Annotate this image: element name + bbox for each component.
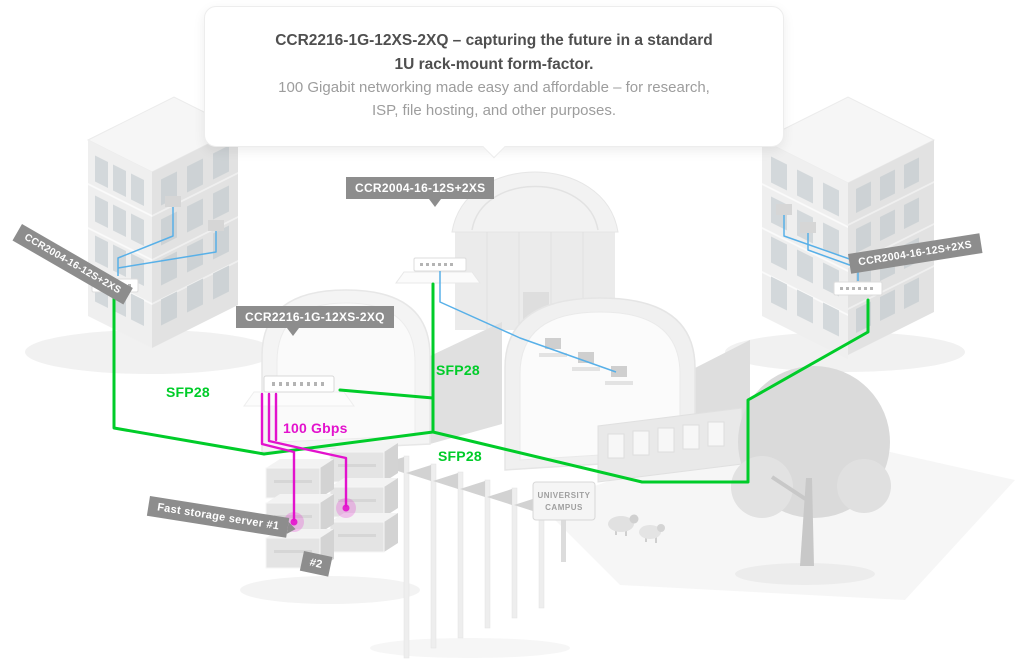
left-building-front-face	[88, 140, 152, 348]
hall-left-arch	[276, 302, 416, 443]
workstation-monitor	[776, 204, 792, 215]
label-sfp28-left: SFP28	[166, 384, 210, 400]
sign-post	[561, 508, 566, 562]
left-building-side-face	[152, 129, 238, 348]
lan-cable	[439, 271, 617, 373]
lan-cable	[783, 215, 859, 263]
storage-link-1	[260, 392, 296, 522]
hall-left-side-wall	[430, 322, 502, 444]
label-sfp28-bottom: SFP28	[438, 448, 482, 464]
lan-cable	[117, 231, 217, 269]
storage-rack-2	[329, 443, 398, 553]
sfp28-link-left	[112, 294, 266, 456]
annex-windows	[607, 421, 725, 459]
lan-cable	[117, 207, 174, 276]
sfp28-link-core-branch	[338, 388, 435, 400]
hall-right-desks	[539, 338, 633, 385]
sfp28-links	[112, 282, 870, 484]
workstation-monitor	[800, 222, 816, 233]
core-router-ledge	[243, 391, 355, 407]
campus-sign: UNIVERSITY CAMPUS	[532, 481, 596, 562]
annex-wing	[597, 407, 743, 483]
right-building	[760, 96, 936, 359]
core-router-device	[263, 375, 335, 393]
headline-line2: 1U rack-mount form-factor.	[394, 56, 594, 74]
info-card: CCR2216-1G-12XS-2XQ – capturing the futu…	[204, 6, 784, 159]
storage-rack-1	[265, 459, 334, 569]
label-100gbps: 100 Gbps	[283, 420, 348, 436]
subheadline-line2: ISP, file hosting, and other purposes.	[371, 101, 617, 119]
tree-trunk	[800, 478, 814, 566]
banner-core-router: CCR2216-1G-12XS-2XQ	[236, 306, 394, 336]
sheep	[608, 514, 665, 543]
sign-board	[532, 481, 596, 521]
storage-racks	[265, 443, 398, 569]
top-router-shelf	[395, 271, 481, 284]
right-building-front-face	[762, 140, 848, 359]
sign-line1: UNIVERSITY	[537, 491, 590, 500]
top-router-ports	[420, 263, 453, 266]
subheadline-line1: 100 Gigabit networking made easy and aff…	[278, 79, 710, 97]
right-router-ports	[840, 287, 873, 290]
top-router	[395, 257, 481, 284]
label-sfp28-center: SFP28	[436, 362, 480, 378]
flag-poles	[379, 455, 545, 659]
lan-cable	[807, 233, 859, 281]
banner-top-router: CCR2004-16-12S+2XS	[346, 177, 495, 207]
workstation-monitor	[165, 196, 181, 207]
headline-line1: CCR2216-1G-12XS-2XQ – capturing the futu…	[275, 32, 713, 49]
right-building-window-grid	[771, 156, 839, 337]
storage-link-2	[267, 392, 348, 508]
sign-line2: CAMPUS	[545, 503, 583, 512]
sfp28-link-right	[431, 298, 870, 484]
lan-cables	[117, 207, 859, 373]
workstation-monitor	[208, 220, 224, 231]
arched-hall-left	[243, 289, 502, 453]
link-glow-core	[342, 504, 350, 512]
core-router-ports	[272, 382, 324, 386]
